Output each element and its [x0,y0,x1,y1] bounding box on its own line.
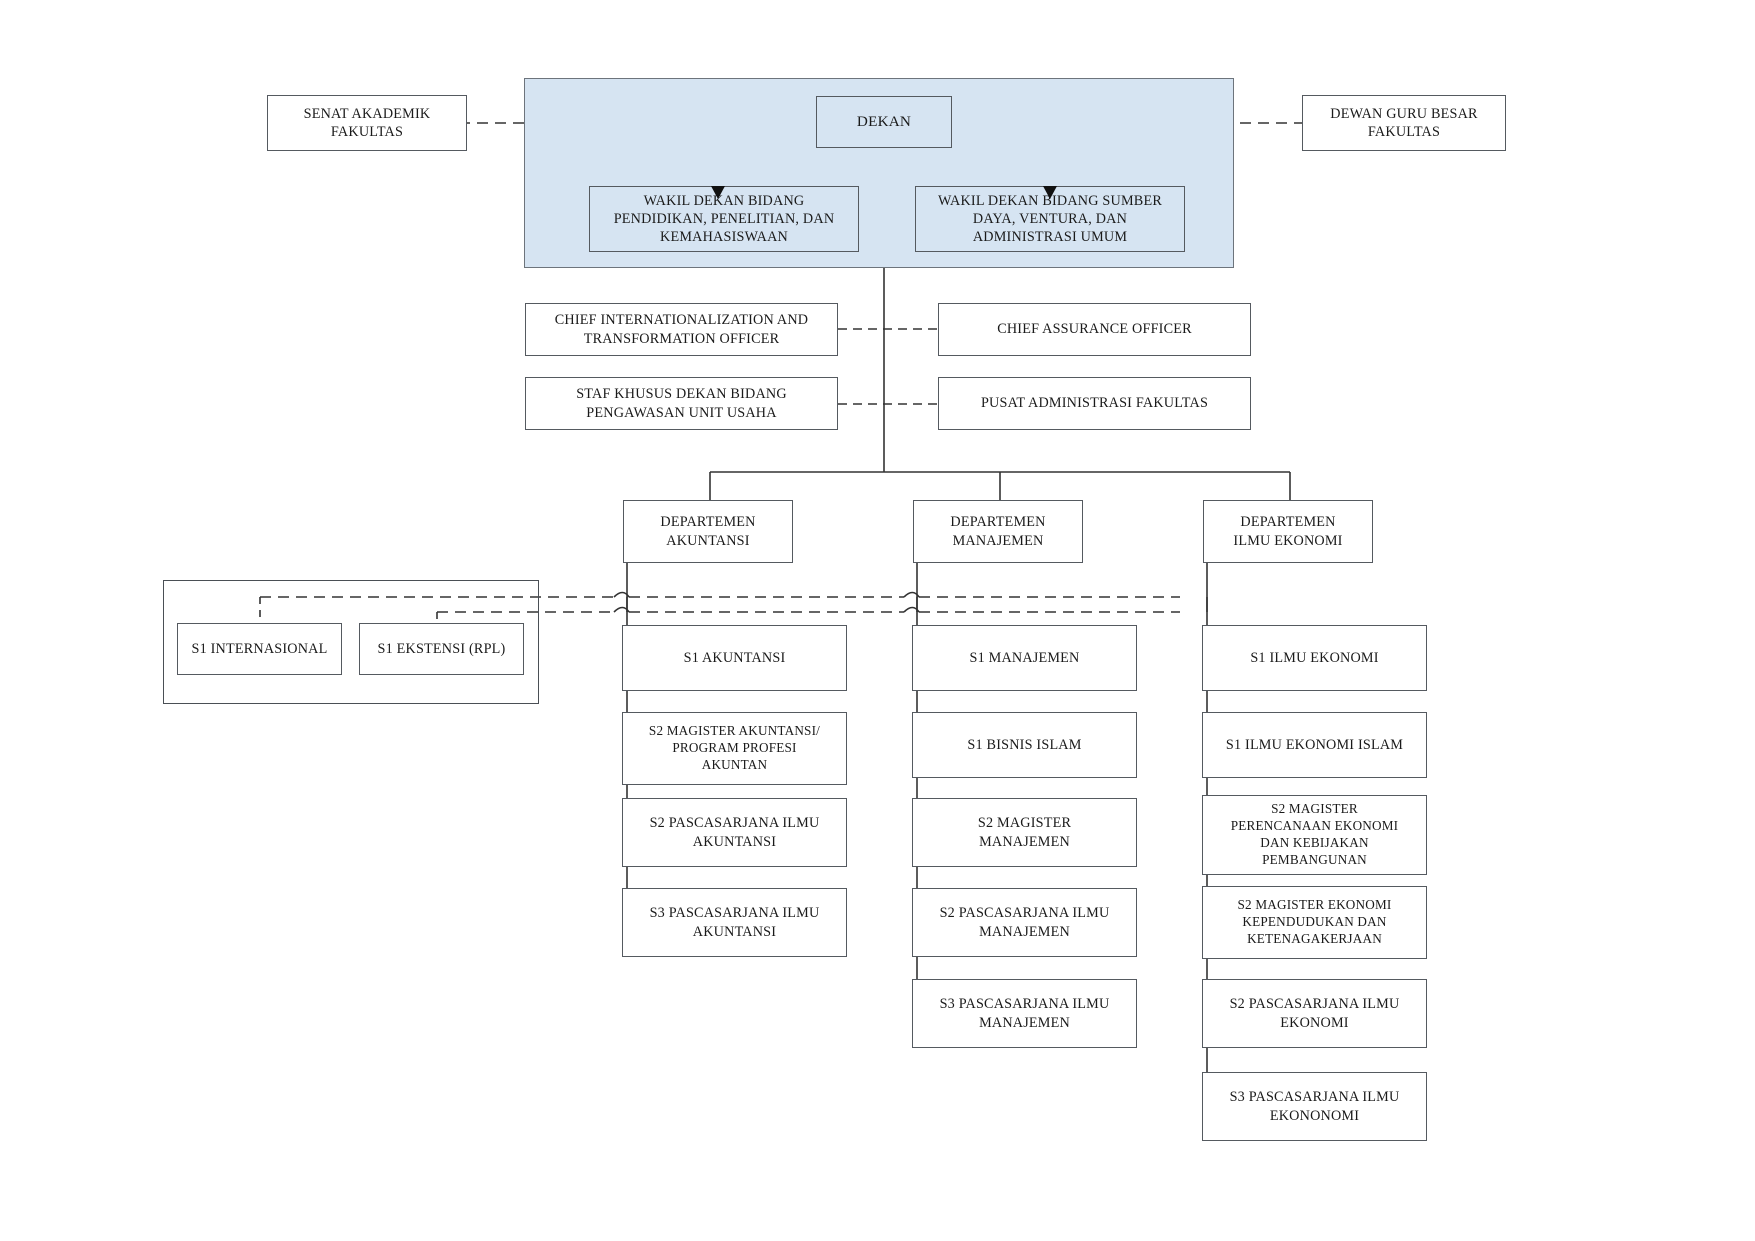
box-departemen-ilmu-ekonomi[interactable]: DEPARTEMEN ILMU EKONOMI [1203,500,1373,563]
box-departemen-manajemen[interactable]: DEPARTEMEN MANAJEMEN [913,500,1083,563]
box-label: S1 ILMU EKONOMI [1250,649,1379,666]
box-label: S1 BISNIS ISLAM [967,736,1082,753]
box-label: SENAT AKADEMIK FAKULTAS [303,105,431,140]
box-chief-internationalization-officer[interactable]: CHIEF INTERNATIONALIZATION AND TRANSFORM… [525,303,838,356]
box-label: DEPARTEMEN AKUNTANSI [660,514,756,549]
box-label: S1 ILMU EKONOMI ISLAM [1225,736,1404,753]
box-senat-akademik-fakultas[interactable]: SENAT AKADEMIK FAKULTAS [267,95,467,151]
box-label: S2 MAGISTER EKONOMI KEPENDUDUKAN DAN KET… [1237,897,1392,946]
box-wakil-dekan-pendidikan[interactable]: WAKIL DEKAN BIDANG PENDIDIKAN, PENELITIA… [589,186,859,252]
box-label: PUSAT ADMINISTRASI FAKULTAS [980,395,1209,412]
box-label: S2 PASCASARJANA ILMU AKUNTANSI [649,815,820,850]
box-label: DEPARTEMEN ILMU EKONOMI [1233,514,1343,549]
box-label: WAKIL DEKAN BIDANG SUMBER DAYA, VENTURA,… [938,192,1162,246]
box-label: S1 INTERNASIONAL [191,640,328,657]
box-program-s2-magister-manajemen[interactable]: S2 MAGISTER MANAJEMEN [912,798,1137,867]
box-program-s1-manajemen[interactable]: S1 MANAJEMEN [912,625,1137,691]
box-label: S2 MAGISTER AKUNTANSI/ PROGRAM PROFESI A… [648,723,821,772]
box-program-s3-pascasarjana-ilmu-ekononomi[interactable]: S3 PASCASARJANA ILMU EKONONOMI [1202,1072,1427,1141]
box-label: S3 PASCASARJANA ILMU MANAJEMEN [939,996,1110,1031]
box-program-s2-magister-akuntansi[interactable]: S2 MAGISTER AKUNTANSI/ PROGRAM PROFESI A… [622,712,847,785]
box-label: S1 EKSTENSI (RPL) [377,640,506,657]
box-program-s3-pascasarjana-ilmu-akuntansi[interactable]: S3 PASCASARJANA ILMU AKUNTANSI [622,888,847,957]
box-label: STAF KHUSUS DEKAN BIDANG PENGAWASAN UNIT… [576,386,787,421]
box-chief-assurance-officer[interactable]: CHIEF ASSURANCE OFFICER [938,303,1251,356]
box-dekan[interactable]: DEKAN [816,96,952,148]
box-dewan-guru-besar-fakultas[interactable]: DEWAN GURU BESAR FAKULTAS [1302,95,1506,151]
box-label: DEKAN [856,113,912,131]
box-staf-khusus-dekan[interactable]: STAF KHUSUS DEKAN BIDANG PENGAWASAN UNIT… [525,377,838,430]
box-s1-internasional[interactable]: S1 INTERNASIONAL [177,623,342,675]
box-label: S1 AKUNTANSI [683,649,786,666]
box-label: S2 MAGISTER MANAJEMEN [977,815,1072,850]
box-program-s3-pascasarjana-ilmu-manajemen[interactable]: S3 PASCASARJANA ILMU MANAJEMEN [912,979,1137,1048]
box-program-s2-pascasarjana-ilmu-manajemen[interactable]: S2 PASCASARJANA ILMU MANAJEMEN [912,888,1137,957]
box-program-s2-magister-perencanaan-ekonomi[interactable]: S2 MAGISTER PERENCANAAN EKONOMI DAN KEBI… [1202,795,1427,875]
box-s1-ekstensi-rpl[interactable]: S1 EKSTENSI (RPL) [359,623,524,675]
box-label: S2 MAGISTER PERENCANAAN EKONOMI DAN KEBI… [1230,801,1399,867]
box-program-s2-pascasarjana-ilmu-akuntansi[interactable]: S2 PASCASARJANA ILMU AKUNTANSI [622,798,847,867]
box-label: S2 PASCASARJANA ILMU MANAJEMEN [939,905,1110,940]
box-program-s2-pascasarjana-ilmu-ekonomi[interactable]: S2 PASCASARJANA ILMU EKONOMI [1202,979,1427,1048]
box-departemen-akuntansi[interactable]: DEPARTEMEN AKUNTANSI [623,500,793,563]
box-wakil-dekan-sumber-daya[interactable]: WAKIL DEKAN BIDANG SUMBER DAYA, VENTURA,… [915,186,1185,252]
box-label: S3 PASCASARJANA ILMU EKONONOMI [1229,1089,1400,1124]
box-label: CHIEF INTERNATIONALIZATION AND TRANSFORM… [554,312,809,347]
box-label: CHIEF ASSURANCE OFFICER [997,321,1192,338]
box-program-s1-akuntansi[interactable]: S1 AKUNTANSI [622,625,847,691]
box-label: WAKIL DEKAN BIDANG PENDIDIKAN, PENELITIA… [613,192,835,246]
box-label: S3 PASCASARJANA ILMU AKUNTANSI [649,905,820,940]
box-label: S1 MANAJEMEN [969,649,1080,666]
special-programs-group-outline [163,580,539,704]
box-program-s1-bisnis-islam[interactable]: S1 BISNIS ISLAM [912,712,1137,778]
box-label: S2 PASCASARJANA ILMU EKONOMI [1229,996,1400,1031]
box-label: DEWAN GURU BESAR FAKULTAS [1330,105,1478,140]
box-label: DEPARTEMEN MANAJEMEN [950,514,1046,549]
box-program-s1-ilmu-ekonomi[interactable]: S1 ILMU EKONOMI [1202,625,1427,691]
box-pusat-administrasi-fakultas[interactable]: PUSAT ADMINISTRASI FAKULTAS [938,377,1251,430]
box-program-s1-ilmu-ekonomi-islam[interactable]: S1 ILMU EKONOMI ISLAM [1202,712,1427,778]
box-program-s2-magister-ekonomi-kependudukan[interactable]: S2 MAGISTER EKONOMI KEPENDUDUKAN DAN KET… [1202,886,1427,959]
